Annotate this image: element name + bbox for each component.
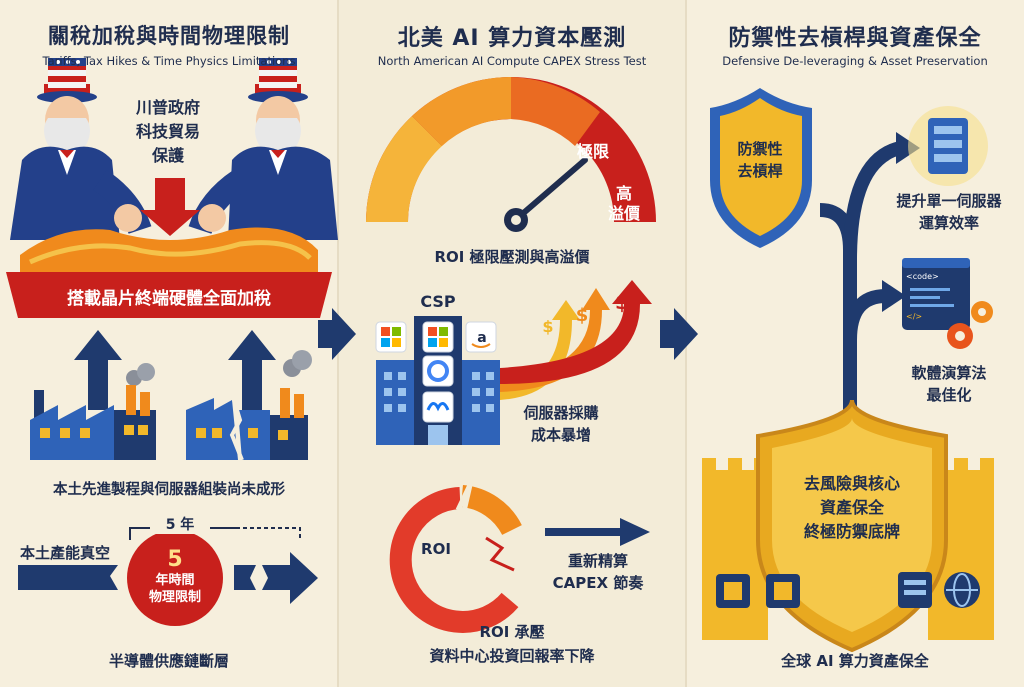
server-cost-label: 伺服器採購 成本暴增	[506, 402, 616, 446]
server-cost-line-1: 伺服器採購	[523, 404, 599, 422]
gauge-limit-label: 極限	[576, 142, 609, 161]
timeline-arrow-right	[262, 552, 318, 604]
castle-label: 去風險與核心 資產保全 終極防禦底牌	[772, 472, 932, 544]
recalc-line-2: CAPEX 節奏	[552, 574, 644, 592]
server-eff-line-1: 提升單一伺服器	[896, 192, 1002, 210]
col3-subtitle: Defensive De-leveraging & Asset Preserva…	[722, 54, 988, 68]
factory-left-icon	[30, 363, 156, 460]
col3-title: 防禦性去槓桿與資產保全	[728, 26, 982, 51]
policy-line-1: 川普政府	[135, 98, 200, 117]
gauge-caption: ROI 極限壓測與高溢價	[434, 248, 590, 266]
server-eff-label: 提升單一伺服器 運算效率	[884, 190, 1014, 234]
roi-ring-label: ROI	[421, 540, 451, 558]
stress-gauge-icon	[365, 76, 656, 232]
roi-broken-ring-icon	[389, 483, 522, 633]
cost-arrow-1	[500, 300, 580, 400]
col1-footer: 半導體供應鏈斷層	[108, 652, 229, 670]
years-label: 5 年	[150, 514, 210, 534]
software-line-2: 最佳化	[926, 386, 972, 404]
dollar-icon-3: $	[615, 290, 629, 314]
castle-line-1: 去風險與核心	[803, 474, 900, 493]
csp-label: CSP	[420, 292, 456, 311]
tax-banner-bg	[6, 272, 332, 318]
dollar-icon-1: $	[542, 317, 554, 336]
tax-banner-text: 搭載晶片終端硬體全面加稅	[67, 289, 271, 309]
down-arrow-icon	[140, 178, 200, 236]
gauge-high: 高	[615, 184, 632, 203]
col2-title: 北美 AI 算力資本壓測	[397, 26, 627, 51]
code-tag: <code>	[906, 272, 939, 281]
csp-building-icon	[375, 316, 500, 445]
vacuum-label: 本土產能真空	[20, 544, 111, 562]
server-icon	[908, 106, 988, 186]
server-eff-line-2: 運算效率	[918, 214, 979, 232]
col1-title: 關稅加稅與時間物理限制	[48, 24, 290, 48]
timeline-arrow-left	[18, 565, 118, 590]
code-window-icon	[902, 258, 993, 349]
amazon-icon: a	[477, 330, 487, 346]
uncle-sam-left-icon	[10, 58, 152, 240]
recalc-label: 重新精算 CAPEX 節奏	[538, 550, 658, 594]
dollar-icon-2: $	[575, 305, 589, 326]
castle-icon	[702, 399, 994, 653]
roi-caption: ROI 承壓 資料中心投資回報率下降	[338, 620, 686, 668]
branch-arrow-top	[896, 132, 920, 164]
up-arrow-left-icon	[74, 330, 122, 410]
shield-line-1: 防禦性	[737, 140, 783, 158]
software-label: 軟體演算法 最佳化	[884, 362, 1014, 406]
branch-arrow-mid	[882, 280, 906, 312]
gauge-premium-label: 高 溢價	[604, 184, 644, 224]
shield-label: 防禦性 去槓桿	[722, 138, 798, 182]
software-line-1: 軟體演算法	[911, 364, 987, 382]
factory-broken-icon	[186, 350, 312, 461]
roi-caption-line-2: 資料中心投資回報率下降	[429, 647, 595, 665]
uncle-sam-right-icon	[188, 58, 338, 240]
code-close-tag: </>	[906, 312, 923, 321]
col1-subtitle: Tariffs, Tax Hikes & Time Physics Limita…	[42, 54, 296, 68]
limit-number: 5	[167, 547, 183, 572]
arrow-to-col2	[318, 308, 356, 360]
limit-circle	[127, 530, 223, 626]
roi-caption-line-1: ROI 承壓	[479, 623, 545, 641]
castle-line-3: 終極防禦底牌	[803, 522, 900, 541]
col3-footer: 全球 AI 算力資產保全	[781, 652, 929, 670]
recalc-line-1: 重新精算	[567, 552, 628, 570]
col2-subtitle: North American AI Compute CAPEX Stress T…	[377, 54, 647, 68]
limit-line-1: 年時間	[155, 573, 195, 588]
shield-line-2: 去槓桿	[737, 162, 783, 180]
recalc-arrow-icon	[545, 518, 650, 546]
up-arrow-right-icon	[228, 330, 276, 410]
castle-line-2: 資產保全	[819, 498, 884, 517]
limit-line-2: 物理限制	[148, 590, 201, 605]
policy-label: 川普政府 科技貿易 保護	[118, 96, 218, 168]
arrow-to-col3	[660, 308, 698, 360]
shield-icon	[710, 88, 812, 248]
gauge-premium: 溢價	[607, 204, 640, 223]
cost-arrow-3	[500, 280, 652, 384]
limit-text: 5 年時間 物理限制	[127, 548, 223, 606]
policy-line-3: 保護	[151, 146, 184, 165]
factory-caption: 本土先進製程與伺服器組裝尚未成形	[53, 482, 285, 498]
policy-line-2: 科技貿易	[135, 122, 200, 141]
server-cost-line-2: 成本暴增	[530, 426, 591, 444]
